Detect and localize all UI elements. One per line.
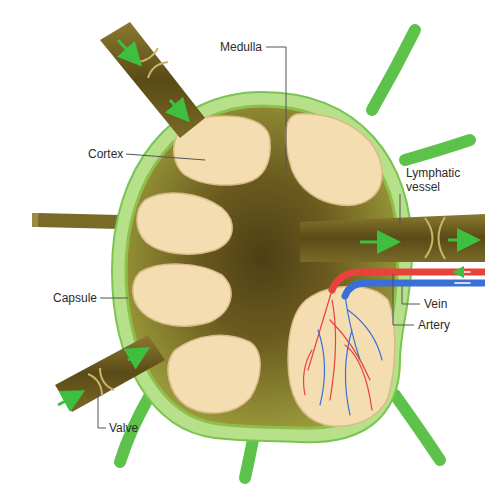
sinus — [126, 106, 398, 428]
part-label: Cortex — [88, 147, 123, 161]
blood-vessels — [304, 272, 485, 415]
vessel-end — [32, 213, 38, 227]
flow-arrow — [128, 350, 145, 360]
valve — [425, 217, 445, 259]
flow-arrow — [118, 40, 138, 62]
left-vessel — [38, 220, 120, 222]
afferent-vessel — [55, 335, 165, 412]
flow-arrow — [360, 241, 395, 244]
part-label: Capsule — [53, 291, 97, 305]
part-label: Artery — [418, 318, 450, 332]
capsule — [112, 92, 412, 442]
part-label: Medulla — [220, 40, 262, 54]
afferent-vessel — [100, 22, 205, 138]
part-label: Valve — [109, 421, 138, 435]
leader-lines — [98, 47, 420, 428]
flow-arrow — [448, 239, 475, 242]
efferent-vessel — [300, 214, 485, 262]
flow-arrow — [58, 393, 80, 405]
part-label: Vein — [424, 297, 447, 311]
flow-arrow — [170, 100, 186, 118]
valve — [88, 368, 114, 396]
part-label: Lymphatic vessel — [406, 166, 468, 194]
valve — [135, 48, 168, 78]
